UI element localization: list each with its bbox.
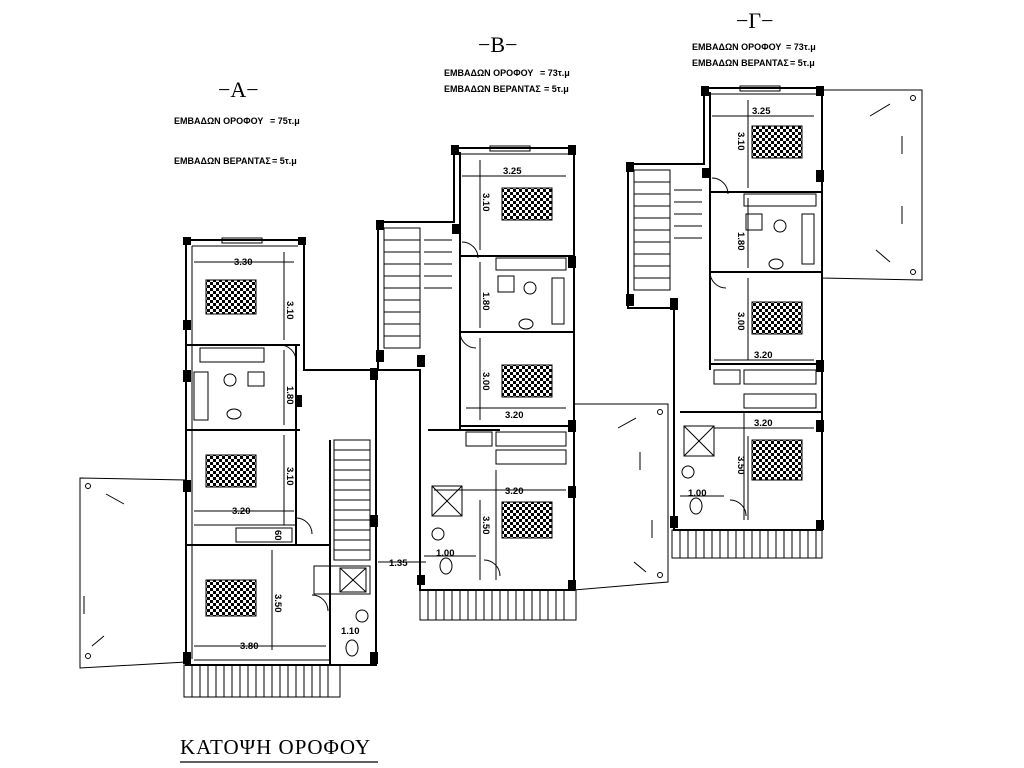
- unit-a-bed-3-icon: [205, 579, 257, 617]
- unit-b-veranda: [573, 403, 669, 591]
- unit-g-floor-area-label: ΕΜΒΑΔΩΝ ΟΡΟΦΟΥ: [692, 42, 781, 52]
- unit-a-shower-icon: [339, 567, 367, 593]
- unit-b-dim-2: 3.10: [480, 193, 491, 212]
- unit-g-wc-icon: [689, 497, 703, 515]
- unit-g-toilet-icon: [768, 258, 784, 270]
- unit-g-dim-4: 3.00: [735, 312, 746, 331]
- unit-b-floor-area-label: ΕΜΒΑΔΩΝ ΟΡΟΦΟΥ: [444, 68, 533, 78]
- unit-g-floor-area-value: = 73τ.μ: [786, 42, 816, 52]
- unit-a-dim-7: 3.50: [272, 594, 283, 613]
- unit-b-title: −B−: [478, 32, 518, 57]
- unit-a-title: −A−: [218, 77, 259, 102]
- unit-g-bed-3-icon: [751, 439, 803, 481]
- unit-g: −Γ− ΕΜΒΑΔΩΝ ΟΡΟΦΟΥ = 73τ.μ ΕΜΒΑΔΩΝ ΒΕΡΑΝ…: [626, 8, 923, 559]
- unit-b: −B− ΕΜΒΑΔΩΝ ΟΡΟΦΟΥ = 73τ.μ ΕΜΒΑΔΩΝ ΒΕΡΑΝ…: [376, 32, 669, 621]
- unit-a-dim-10: 1.35: [389, 558, 408, 569]
- unit-g-veranda: [821, 89, 923, 281]
- unit-a-dim-4: 3.10: [284, 467, 295, 486]
- unit-b-shower-icon: [431, 485, 463, 517]
- unit-b-dim-1: 3.25: [503, 166, 522, 177]
- unit-b-toilet-icon: [518, 318, 534, 330]
- unit-a-bed-1-icon: [205, 279, 257, 315]
- unit-g-bathtub-icon: [801, 213, 815, 265]
- unit-b-veranda-area-label: ΕΜΒΑΔΩΝ ΒΕΡΑΝΤΑΣ: [444, 84, 541, 94]
- unit-g-dim-1: 3.25: [752, 106, 771, 117]
- unit-b-floor-area-value: = 73τ.μ: [540, 68, 570, 78]
- unit-b-bed-1-icon: [501, 187, 553, 221]
- unit-a-dim-9: 1.10: [341, 626, 360, 637]
- unit-g-dim-8: 1.00: [688, 488, 707, 499]
- unit-b-veranda-area-value: = 5τ.μ: [544, 84, 569, 94]
- unit-a-dim-8: 3.80: [240, 641, 259, 652]
- unit-a-bed-2-icon: [205, 454, 257, 488]
- unit-a-dim-6: 60: [272, 530, 283, 541]
- unit-a-dim-1: 3.30: [234, 257, 253, 268]
- unit-g-dim-3: 1.80: [735, 232, 746, 251]
- unit-a-dim-2: 3.10: [284, 301, 295, 320]
- unit-b-bed-3-icon: [501, 501, 553, 539]
- unit-b-dim-4: 3.00: [480, 372, 491, 391]
- unit-a: −A− ΕΜΒΑΔΩΝ ΟΡΟΦΟΥ = 75τ.μ ΕΜΒΑΔΩΝ ΒΕΡΑΝ…: [79, 77, 426, 698]
- unit-a-dim-3: 1.80: [284, 386, 295, 405]
- unit-a-veranda-area-label: ΕΜΒΑΔΩΝ ΒΕΡΑΝΤΑΣ: [174, 156, 271, 166]
- unit-g-dim-6: 3.20: [754, 418, 773, 429]
- unit-b-dim-3: 1.80: [480, 292, 491, 311]
- unit-a-floor-area-value: = 75τ.μ: [270, 116, 300, 126]
- unit-b-dim-7: 3.50: [480, 516, 491, 535]
- unit-b-dim-5: 3.20: [505, 410, 524, 421]
- unit-b-dim-6: 3.20: [505, 486, 524, 497]
- unit-a-veranda-area-value: = 5τ.μ: [272, 156, 297, 166]
- unit-g-dim-7: 3.50: [735, 456, 746, 475]
- unit-g-bed-1-icon: [751, 125, 803, 159]
- unit-g-shower-icon: [683, 425, 715, 457]
- unit-a-balcony: [183, 664, 341, 698]
- unit-g-veranda-area-value: = 5τ.μ: [790, 58, 815, 68]
- unit-g-title: −Γ−: [736, 8, 774, 33]
- unit-g-veranda-area-label: ΕΜΒΑΔΩΝ ΒΕΡΑΝΤΑΣ: [692, 58, 789, 68]
- unit-b-dim-8: 1.00: [436, 548, 455, 559]
- unit-a-wc-icon: [345, 639, 359, 657]
- unit-a-bathtub-icon: [193, 371, 209, 421]
- unit-b-wc-icon: [439, 557, 453, 575]
- unit-b-outer-wall: [377, 147, 575, 591]
- unit-b-bathtub-icon: [551, 277, 565, 325]
- drawing-caption: ΚΑΤΟΨΗ ΟΡΟΦΟΥ: [180, 735, 371, 759]
- unit-a-veranda: [79, 477, 187, 669]
- unit-b-bed-2-icon: [501, 364, 553, 398]
- unit-g-dim-5: 3.20: [754, 350, 773, 361]
- unit-g-bed-2-icon: [751, 301, 803, 335]
- unit-b-balcony: [419, 589, 577, 621]
- unit-a-toilet-icon: [226, 408, 242, 420]
- unit-g-dim-2: 3.10: [735, 132, 746, 151]
- unit-a-floor-area-label: ΕΜΒΑΔΩΝ ΟΡΟΦΟΥ: [174, 116, 263, 126]
- unit-a-dim-5: 3.20: [232, 506, 251, 517]
- unit-g-balcony: [671, 529, 823, 559]
